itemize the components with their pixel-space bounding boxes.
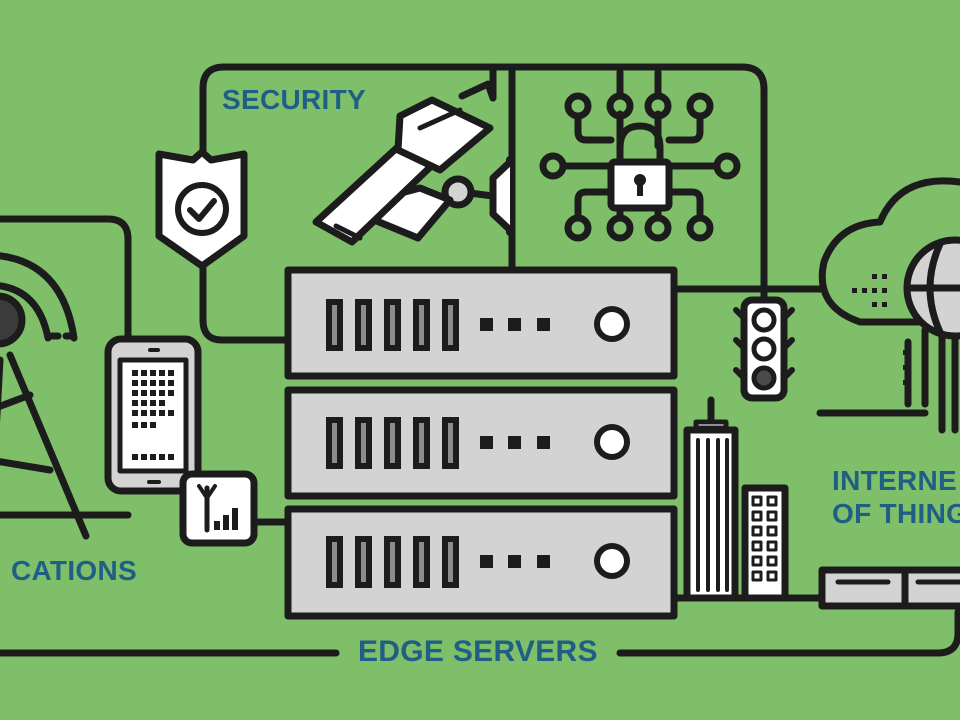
cloud-dots — [852, 274, 908, 385]
cell-tower-icon — [0, 252, 90, 540]
network-device-icon — [818, 566, 960, 610]
shield-check-icon — [155, 148, 248, 270]
globe-icon — [903, 236, 960, 434]
city-buildings-icon — [683, 396, 789, 602]
communications-label: CATIONS — [10, 555, 137, 586]
iot-label-line2: OF THING — [832, 498, 960, 530]
security-label: SECURITY — [222, 84, 366, 115]
connector-lines — [0, 63, 960, 657]
security-camera-icon — [312, 80, 514, 246]
phone-screen-grid — [132, 370, 174, 460]
signal-bars — [214, 508, 238, 530]
edge-servers-label: EDGE SERVERS — [358, 635, 598, 668]
signal-strength-icon — [179, 470, 258, 547]
server-slot-highlights — [332, 305, 453, 582]
lock-keyhole — [634, 174, 646, 196]
circuit-lock-icon — [539, 68, 741, 242]
iot-label-line1: INTERNE — [832, 465, 957, 496]
traffic-light-icon — [733, 296, 795, 402]
iot-label: INTERNE OF THING — [832, 464, 960, 530]
building-windows — [751, 495, 778, 582]
